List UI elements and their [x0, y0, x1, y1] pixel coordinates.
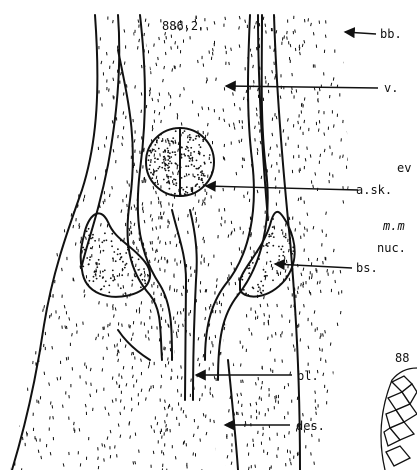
right-canal-wall-outer — [218, 15, 268, 380]
label-bb: bb. — [380, 27, 402, 41]
tissue-stipple-left — [8, 16, 185, 470]
bb-leader — [345, 32, 376, 34]
blastema-right — [240, 212, 295, 297]
tissue-stipple-center — [114, 16, 274, 470]
bs-leader — [275, 264, 352, 268]
lower-left-boundary — [118, 330, 150, 360]
septum-right — [190, 210, 197, 400]
label-des: des. — [296, 419, 325, 433]
tissue-stipple-right — [220, 16, 356, 470]
label-mm: m.m — [382, 219, 405, 233]
label-bs: bs. — [356, 261, 378, 275]
label-ev: ev — [397, 161, 411, 175]
left-canal-wall-inner — [138, 15, 172, 360]
corner-figure-number: 88 — [395, 351, 409, 365]
label-ask: a.sk. — [356, 183, 392, 197]
label-bl: bl. — [297, 369, 319, 383]
label-nuc: nuc. — [377, 241, 406, 255]
ask-leader — [206, 186, 358, 190]
figure-number: 886,2 — [162, 19, 198, 33]
left-inner-outline — [82, 15, 119, 265]
left-canal-wall-outer — [118, 50, 162, 360]
right-outer-outline-3 — [228, 360, 238, 470]
septum-left — [172, 210, 186, 400]
left-outer-outline — [12, 15, 97, 470]
label-v: v. — [384, 81, 398, 95]
